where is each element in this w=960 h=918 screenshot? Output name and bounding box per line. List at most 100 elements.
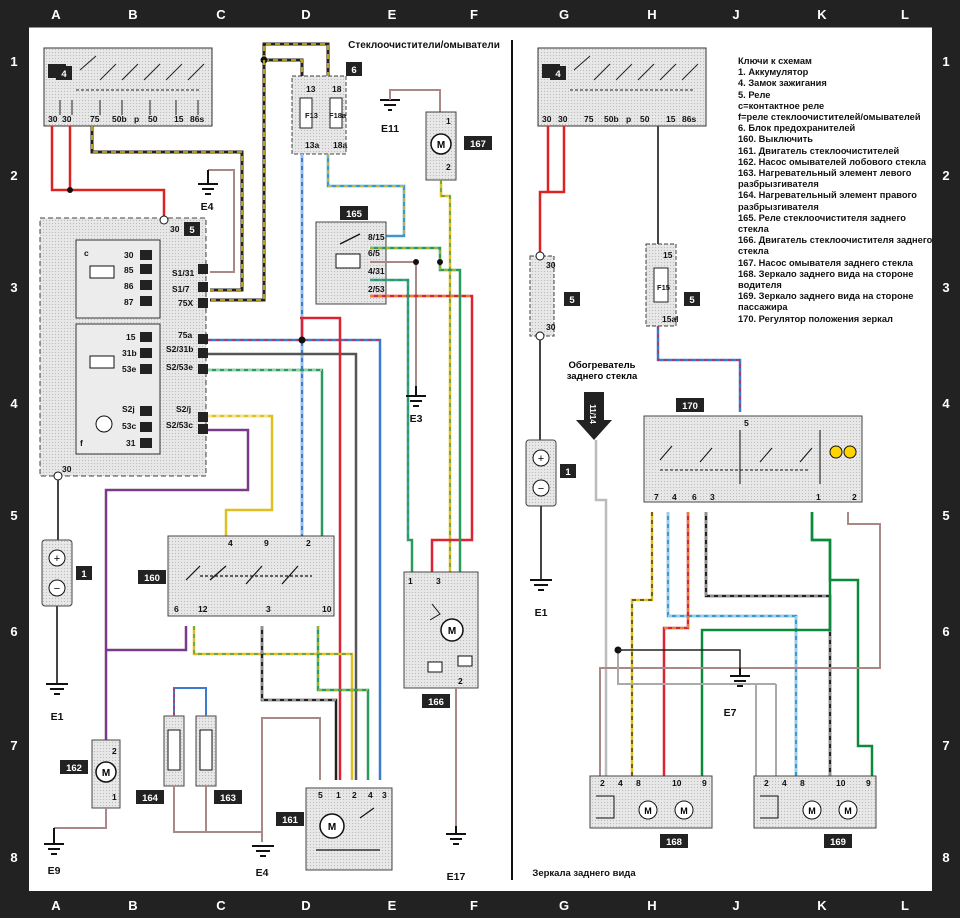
- relay-l-30: 30: [170, 224, 180, 234]
- pin-ign-r-7: 86s: [682, 114, 696, 124]
- c170-3: 3: [710, 492, 715, 502]
- rear-heater-arrow: [576, 392, 612, 440]
- svg-text:M: M: [448, 626, 456, 637]
- label-e4-top: E4: [201, 201, 214, 213]
- m169-9: 9: [866, 778, 871, 788]
- col-top-d: D: [301, 7, 310, 22]
- legend-item: 1. Аккумулятор: [738, 67, 809, 78]
- legend-item: 161. Двигатель стеклоочистителей: [738, 145, 900, 156]
- mirror-168: M M: [589, 775, 713, 829]
- pin-ign-r-6: 15: [666, 114, 676, 124]
- pin-ign-l-6: 15: [174, 114, 184, 124]
- col-top-j: J: [732, 7, 739, 22]
- badge-6: 6: [351, 65, 356, 76]
- row-left-4: 4: [10, 396, 18, 411]
- label-e11: E11: [381, 123, 399, 135]
- row-right-2: 2: [942, 168, 949, 183]
- legend-item: c=контактное реле: [738, 100, 825, 111]
- svg-text:−: −: [54, 583, 60, 595]
- ground-e3: [406, 386, 426, 407]
- mot161-3: 3: [382, 790, 387, 800]
- pump167-1: 1: [446, 116, 451, 126]
- svg-text:M: M: [437, 140, 445, 151]
- relay-out-75x: 75X: [178, 298, 193, 308]
- legend-item: 168. Зеркало заднего вида на стороне вод…: [738, 268, 914, 291]
- relay165-253: 2/53: [368, 284, 385, 294]
- rear-wiper-motor-166: M: [403, 571, 479, 689]
- ground-e7: [730, 668, 750, 687]
- svg-text:+: +: [54, 553, 60, 565]
- col-bot-j: J: [732, 898, 739, 913]
- ground-e9: [44, 828, 64, 855]
- legend-item: 5. Реле: [738, 89, 771, 100]
- relay-l-53c: 53c: [122, 421, 136, 431]
- svg-text:M: M: [680, 806, 688, 816]
- switch-160: [167, 535, 335, 617]
- row-left-2: 2: [10, 168, 17, 183]
- relay-r-30-bottom: 30: [546, 322, 556, 332]
- row-right-3: 3: [942, 280, 949, 295]
- col-top-e: E: [388, 7, 397, 22]
- pin-f13: F13: [305, 111, 318, 120]
- badge-5-right: 5: [569, 295, 575, 306]
- col-top-f: F: [470, 7, 478, 22]
- relay-l-30-in: 30: [124, 250, 134, 260]
- relay-l-s2j: S2j: [122, 404, 135, 414]
- label-e3: E3: [410, 413, 423, 425]
- ground-labels: E4 E11 E3 E1 E9 E4 E17 E1 E7: [48, 123, 737, 883]
- badge-163: 163: [220, 793, 236, 804]
- badge-1-right: 1: [565, 467, 571, 478]
- pin-ign-r-2: 75: [584, 114, 594, 124]
- rear-heater-caption: Обогреватель заднего стекла: [566, 360, 638, 382]
- legend-item: 169. Зеркало заднего вида на стороне пас…: [738, 291, 914, 313]
- col-bot-h: H: [647, 898, 656, 913]
- row-left-8: 8: [10, 850, 17, 865]
- row-left-1: 1: [10, 54, 17, 69]
- row-left-7: 7: [10, 738, 17, 753]
- pin-ign-r-1: 30: [558, 114, 568, 124]
- relay-f: f: [80, 438, 83, 448]
- component-badges: 4 6 167 165 5 1 160 166 162 164 163 161 …: [56, 62, 852, 848]
- ground-e4-bottom: [252, 845, 274, 857]
- svg-text:M: M: [808, 806, 816, 816]
- relay-l-15: 15: [126, 332, 136, 342]
- relay-out-s231b: S2/31b: [166, 344, 193, 354]
- relay-l-87: 87: [124, 297, 134, 307]
- relay-out-s253e: S2/53e: [166, 362, 193, 372]
- relay-out-75a: 75a: [178, 330, 192, 340]
- relay-c: c: [84, 248, 89, 258]
- relay165-431: 4/31: [368, 266, 385, 276]
- wiper-motor-161: M: [305, 787, 393, 871]
- m169-4: 4: [782, 778, 787, 788]
- label-e17: E17: [447, 871, 466, 883]
- label-e4-bottom: E4: [256, 867, 269, 879]
- pin-labels: 30 30 75 50b p 50 15 86s 30 30 75 50b p …: [48, 84, 871, 802]
- pin-ign-r-4: p: [626, 114, 631, 124]
- c170-6: 6: [692, 492, 697, 502]
- m168-2: 2: [600, 778, 605, 788]
- ground-e4-top: [198, 170, 218, 195]
- sw160-2: 2: [306, 538, 311, 548]
- m168-9: 9: [702, 778, 707, 788]
- sw160-12: 12: [198, 604, 208, 614]
- c170-5: 5: [744, 418, 749, 428]
- mot166-2: 2: [458, 676, 463, 686]
- relay-out-s131: S1/31: [172, 268, 194, 278]
- heater-163: [195, 715, 217, 787]
- relay-l-30-bottom: 30: [62, 464, 72, 474]
- c170-4: 4: [672, 492, 677, 502]
- badge-4-right: 4: [555, 69, 561, 80]
- pin-f18a: F18a: [329, 111, 347, 120]
- pin-ign-r-0: 30: [542, 114, 552, 124]
- washer-pump-162: M: [91, 739, 121, 809]
- legend-item: 165. Реле стеклоочистителя заднего стекл…: [738, 212, 906, 235]
- col-top-b: B: [128, 7, 137, 22]
- m169-8: 8: [800, 778, 805, 788]
- relay-out-s253c: S2/53c: [166, 420, 193, 430]
- mirrors-caption: Зеркала заднего вида: [532, 868, 636, 879]
- battery-left: + −: [41, 539, 73, 607]
- col-bot-g: G: [559, 898, 569, 913]
- badge-164: 164: [142, 793, 159, 804]
- fuse-r-f15: F15: [657, 283, 670, 292]
